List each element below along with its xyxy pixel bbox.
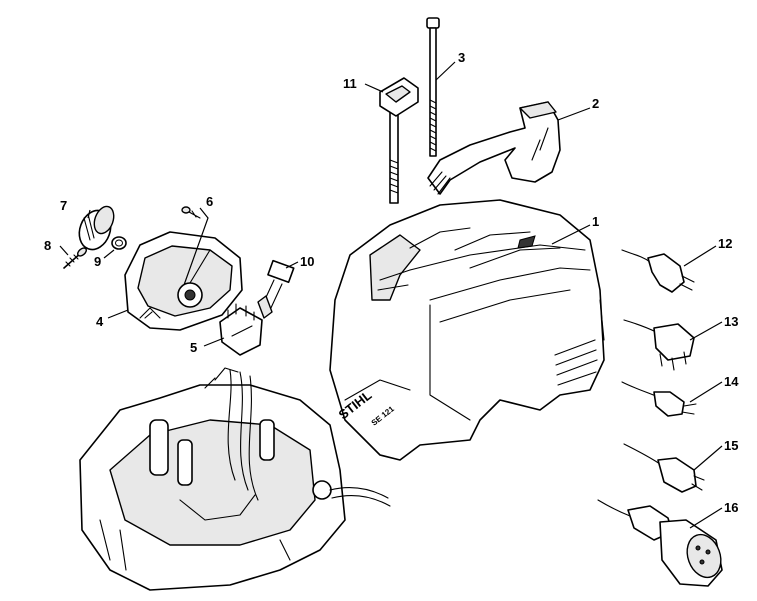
part-8-screw	[63, 247, 87, 269]
callout-14: 14	[724, 374, 739, 389]
callout-3: 3	[458, 50, 465, 65]
part-11-knob-bolt	[379, 77, 419, 204]
callout-labels: 1 2 3 4 5 6 7 8 9 10 11 12 13 14 15 16	[44, 50, 739, 515]
part-14-power-cord	[621, 381, 697, 417]
part-16-industrial-plug	[597, 499, 723, 587]
callout-11: 11	[343, 76, 357, 91]
part-2-carry-handle	[427, 101, 561, 195]
callout-2: 2	[592, 96, 599, 111]
part-9-o-ring	[111, 236, 127, 250]
leader-lines	[59, 61, 723, 529]
callout-6: 6	[206, 194, 213, 209]
callout-5: 5	[190, 340, 197, 355]
part-13-power-cord	[623, 319, 695, 371]
callout-9: 9	[94, 254, 101, 269]
callout-16: 16	[724, 500, 738, 515]
callout-15: 15	[724, 438, 738, 453]
callout-13: 13	[724, 314, 738, 329]
part-10-terminal	[257, 259, 295, 319]
part-6-screw	[181, 206, 201, 219]
part-15-power-cord	[623, 443, 705, 493]
part-1-housing-cover: STIHL SE 121	[329, 199, 605, 461]
part-7-knob	[78, 205, 115, 251]
callout-4: 4	[96, 314, 104, 329]
part-12-power-cord	[621, 249, 695, 293]
part-3-long-bolt	[426, 17, 440, 157]
callout-8: 8	[44, 238, 51, 253]
callout-1: 1	[592, 214, 599, 229]
callout-12: 12	[718, 236, 732, 251]
callout-7: 7	[60, 198, 67, 213]
callout-10: 10	[300, 254, 314, 269]
part-4-control-panel	[124, 231, 243, 331]
part-5-switch	[219, 303, 263, 356]
base-housing	[79, 367, 391, 591]
